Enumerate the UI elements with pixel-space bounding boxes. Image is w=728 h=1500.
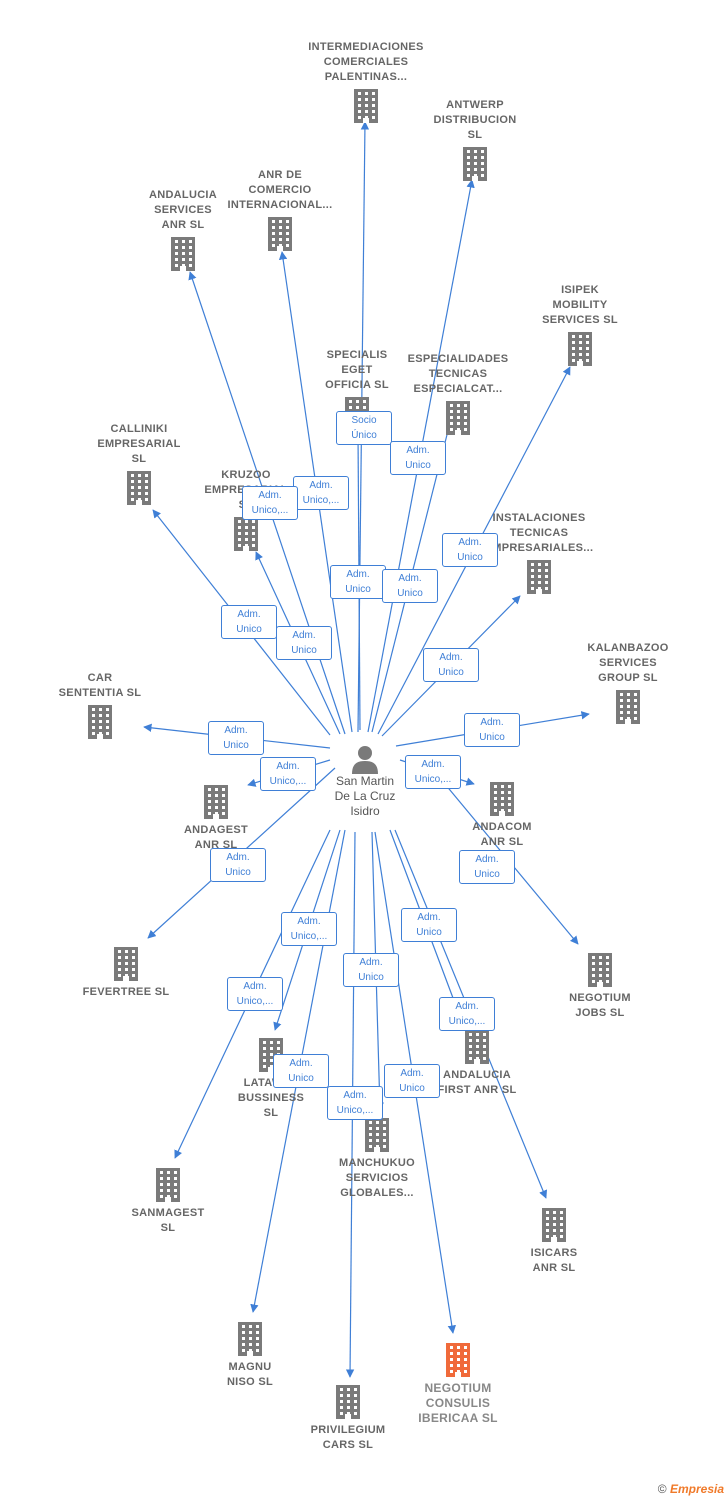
brand-name: Empresia bbox=[669, 1482, 724, 1496]
edge-role-label[interactable]: Adm. Unico,... bbox=[281, 912, 337, 946]
building-icon bbox=[103, 1168, 233, 1202]
edge-role-label[interactable]: Adm. Unico bbox=[459, 850, 515, 884]
edge-role-label[interactable]: Adm. Unico bbox=[210, 848, 266, 882]
edge-role-label[interactable]: Adm. Unico bbox=[401, 908, 457, 942]
building-icon bbox=[535, 953, 665, 987]
edge-role-label[interactable]: Adm. Unico,... bbox=[242, 486, 298, 520]
building-icon bbox=[412, 1030, 542, 1064]
building-icon bbox=[74, 471, 204, 505]
edge-role-label[interactable]: Socio Único bbox=[336, 411, 392, 445]
edge-role-label[interactable]: Adm. Unico,... bbox=[227, 977, 283, 1011]
company-node-intermediaciones[interactable]: INTERMEDIACIONES COMERCIALES PALENTINAS.… bbox=[301, 40, 431, 123]
company-node-instalaciones[interactable]: INSTALACIONES TECNICAS EMPRESARIALES... bbox=[474, 511, 604, 594]
company-label: INTERMEDIACIONES COMERCIALES PALENTINAS.… bbox=[308, 41, 424, 83]
edge-role-label[interactable]: Adm. Unico bbox=[384, 1064, 440, 1098]
company-node-manchukuo[interactable]: MANCHUKUO SERVICIOS GLOBALES... bbox=[312, 1118, 442, 1201]
company-node-calliniki[interactable]: CALLINIKI EMPRESARIAL SL bbox=[74, 422, 204, 505]
edge-role-label[interactable]: Adm. Unico,... bbox=[327, 1086, 383, 1120]
company-node-andacom[interactable]: ANDACOM ANR SL bbox=[437, 782, 567, 850]
company-label: INSTALACIONES TECNICAS EMPRESARIALES... bbox=[484, 512, 594, 554]
edge-role-label[interactable]: Adm. Unico,... bbox=[260, 757, 316, 791]
company-label: SPECIALIS EGET OFFICIA SL bbox=[325, 349, 389, 391]
building-icon bbox=[489, 1208, 619, 1242]
company-label: NEGOTIUM CONSULIS IBERICAA SL bbox=[418, 1381, 498, 1425]
company-label: ANDALUCIA SERVICES ANR SL bbox=[148, 189, 218, 231]
edge-role-label[interactable]: Adm. Unico bbox=[330, 565, 386, 599]
edge-role-label[interactable]: Adm. Unico,... bbox=[405, 755, 461, 789]
company-node-negotium-jobs[interactable]: NEGOTIUM JOBS SL bbox=[535, 953, 665, 1021]
company-node-negotium-consulis[interactable]: NEGOTIUM CONSULIS IBERICAA SL bbox=[393, 1343, 523, 1426]
company-label: ESPECIALIDADES TECNICAS ESPECIALCAT... bbox=[407, 353, 509, 395]
edge-role-label[interactable]: Adm. Unico bbox=[221, 605, 277, 639]
building-icon bbox=[215, 217, 345, 251]
company-node-andalucia-first[interactable]: ANDALUCIA FIRST ANR SL bbox=[412, 1030, 542, 1098]
edge-role-label[interactable]: Adm. Unico bbox=[390, 441, 446, 475]
building-icon bbox=[61, 947, 191, 981]
building-icon bbox=[437, 782, 567, 816]
company-label: ANDACOM ANR SL bbox=[472, 821, 532, 848]
company-node-privilegium[interactable]: PRIVILEGIUM CARS SL bbox=[283, 1385, 413, 1453]
company-label: MANCHUKUO SERVICIOS GLOBALES... bbox=[338, 1157, 416, 1199]
company-node-especialidades[interactable]: ESPECIALIDADES TECNICAS ESPECIALCAT... bbox=[393, 352, 523, 435]
company-label: CALLINIKI EMPRESARIAL SL bbox=[97, 423, 181, 465]
footer-brand: © Empresia bbox=[658, 1482, 724, 1496]
company-label: ANTWERP DISTRIBUCION SL bbox=[433, 99, 517, 141]
company-node-fevertree[interactable]: FEVERTREE SL bbox=[61, 947, 191, 1000]
edge-role-label[interactable]: Adm. Unico,... bbox=[293, 476, 349, 510]
building-icon bbox=[35, 705, 165, 739]
company-node-sanmagest[interactable]: SANMAGEST SL bbox=[103, 1168, 233, 1236]
company-node-car-sententia[interactable]: CAR SENTENTIA SL bbox=[35, 671, 165, 739]
company-label: ISIPEK MOBILITY SERVICES SL bbox=[542, 284, 618, 326]
edge-role-label[interactable]: Adm. Unico bbox=[464, 713, 520, 747]
company-node-andagest[interactable]: ANDAGEST ANR SL bbox=[151, 785, 281, 853]
edge-role-label[interactable]: Adm. Unico,... bbox=[439, 997, 495, 1031]
company-label: ISICARS ANR SL bbox=[530, 1247, 578, 1274]
company-node-isicars[interactable]: ISICARS ANR SL bbox=[489, 1208, 619, 1276]
building-icon bbox=[410, 147, 540, 181]
company-label: MAGNU NISO SL bbox=[226, 1361, 274, 1388]
edge-role-label[interactable]: Adm. Unico bbox=[208, 721, 264, 755]
company-node-anr-comercio[interactable]: ANR DE COMERCIO INTERNACIONAL... bbox=[215, 168, 345, 251]
company-node-magnu[interactable]: MAGNU NISO SL bbox=[185, 1322, 315, 1390]
company-label: KALANBAZOO SERVICES GROUP SL bbox=[587, 642, 669, 684]
edge-role-label[interactable]: Adm. Unico bbox=[442, 533, 498, 567]
company-label: CAR SENTENTIA SL bbox=[58, 672, 142, 699]
company-label: SANMAGEST SL bbox=[131, 1207, 205, 1234]
building-icon bbox=[393, 1343, 523, 1377]
edge-role-label[interactable]: Adm. Unico bbox=[343, 953, 399, 987]
building-icon bbox=[515, 332, 645, 366]
company-label: NEGOTIUM JOBS SL bbox=[569, 992, 631, 1019]
person-icon bbox=[352, 746, 378, 774]
copyright-symbol: © bbox=[657, 1482, 667, 1496]
edge-role-label[interactable]: Adm. Unico bbox=[276, 626, 332, 660]
building-icon bbox=[312, 1118, 442, 1152]
edge-role-label[interactable]: Adm. Unico bbox=[273, 1054, 329, 1088]
building-icon bbox=[301, 89, 431, 123]
building-icon bbox=[181, 517, 311, 551]
building-icon bbox=[118, 237, 248, 271]
edge-role-label[interactable]: Adm. Unico bbox=[382, 569, 438, 603]
building-icon bbox=[185, 1322, 315, 1356]
center-person-node[interactable]: San Martin De La Cruz Isidro bbox=[300, 744, 430, 819]
company-label: ANR DE COMERCIO INTERNACIONAL... bbox=[227, 169, 333, 211]
center-person-label: San Martin De La Cruz Isidro bbox=[334, 774, 396, 818]
company-label: PRIVILEGIUM CARS SL bbox=[310, 1424, 386, 1451]
company-label: ANDALUCIA FIRST ANR SL bbox=[437, 1069, 517, 1096]
company-node-andalucia-services[interactable]: ANDALUCIA SERVICES ANR SL bbox=[118, 188, 248, 271]
edge-role-label[interactable]: Adm. Unico bbox=[423, 648, 479, 682]
company-node-antwerp[interactable]: ANTWERP DISTRIBUCION SL bbox=[410, 98, 540, 181]
company-node-isipek[interactable]: ISIPEK MOBILITY SERVICES SL bbox=[515, 283, 645, 366]
building-icon bbox=[151, 785, 281, 819]
building-icon bbox=[283, 1385, 413, 1419]
building-icon bbox=[393, 401, 523, 435]
company-label: FEVERTREE SL bbox=[82, 986, 170, 998]
company-node-kalanbazoo[interactable]: KALANBAZOO SERVICES GROUP SL bbox=[563, 641, 693, 724]
building-icon bbox=[563, 690, 693, 724]
building-icon bbox=[474, 560, 604, 594]
